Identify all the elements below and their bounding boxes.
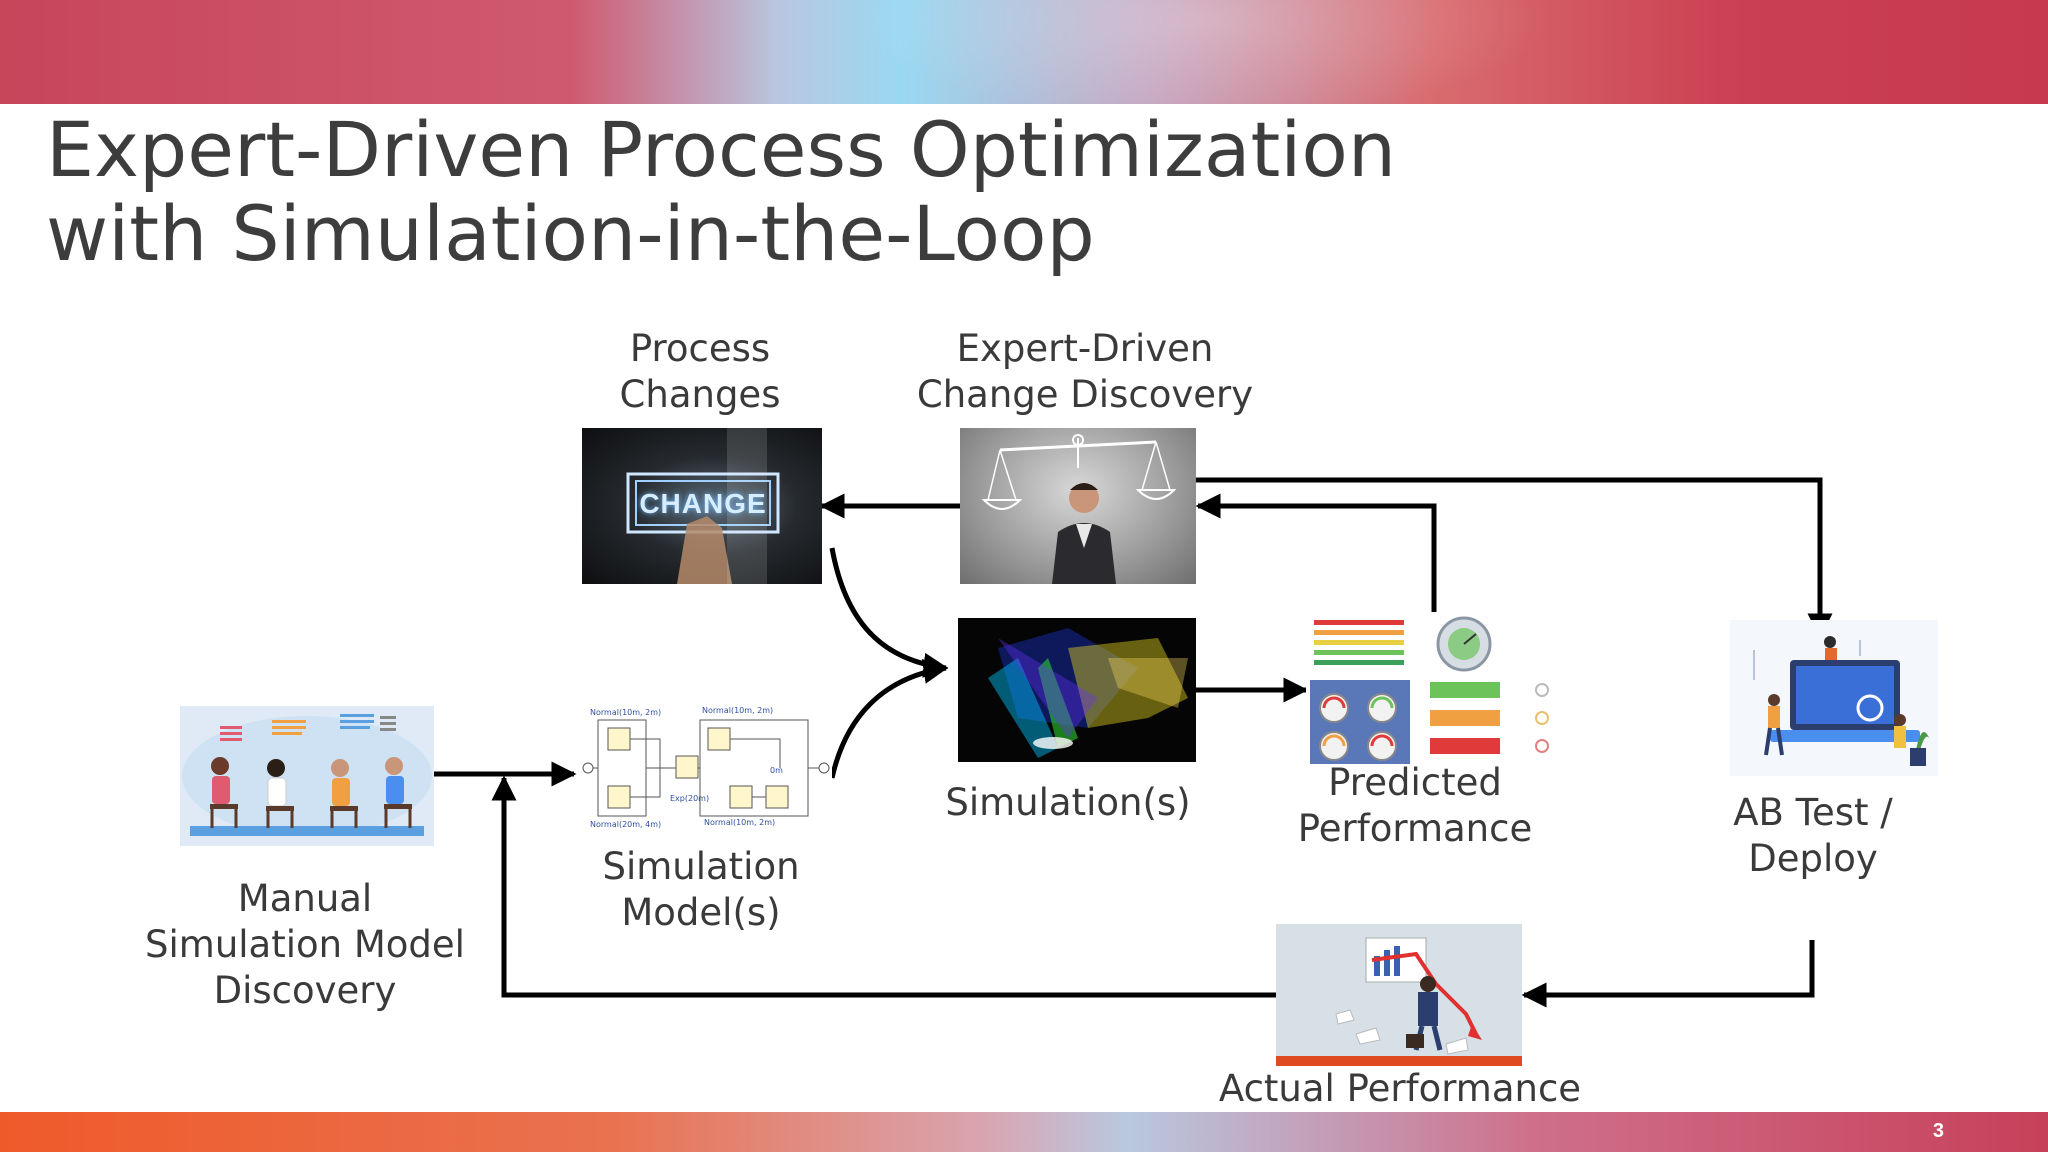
model-diagram-label: Exp(20m) <box>670 794 710 803</box>
arrow-models-to-simulation <box>829 659 949 779</box>
manual-discovery-label-line1: Manual <box>237 877 373 920</box>
model-diagram-label: 0m <box>770 766 783 775</box>
predicted-performance-label-line2: Performance <box>1297 807 1533 850</box>
simulation-models-label: Simulation Model(s) <box>560 844 842 936</box>
dashboard-graphic <box>1310 616 1549 764</box>
process-changes-label-line1: Process <box>629 327 771 370</box>
bottom-banner <box>0 1112 2048 1152</box>
expert-discovery-label-line2: Change Discovery <box>916 373 1254 416</box>
slide-title-line1: Expert-Driven Process Optimization <box>46 105 1397 194</box>
ab-test-image <box>1730 620 1938 776</box>
ab-test-label-line2: Deploy <box>1748 837 1878 880</box>
expert-discovery-image <box>960 428 1196 584</box>
manual-discovery-label-line2: Simulation Model <box>145 923 465 966</box>
ab-test-label: AB Test / Deploy <box>1680 790 1946 882</box>
process-model-graphic <box>582 719 830 817</box>
ab-test-label-line1: AB Test / <box>1733 791 1893 834</box>
predicted-performance-label-line1: Predicted <box>1328 761 1502 804</box>
team-discussion-graphic <box>182 714 432 836</box>
manual-discovery-label: Manual Simulation Model Discovery <box>130 876 480 1014</box>
actual-performance-label: Actual Performance <box>1200 1066 1600 1112</box>
predicted-performance-image <box>1306 612 1556 764</box>
change-button-graphic <box>626 428 780 584</box>
simulation-models-label-line1: Simulation <box>602 845 800 888</box>
simulation-light-graphic <box>988 628 1188 758</box>
deploy-laptop-graphic <box>1753 636 1930 766</box>
manual-discovery-label-line3: Discovery <box>213 969 397 1012</box>
slide-title: Expert-Driven Process Optimization with … <box>46 108 1546 276</box>
process-changes-image: CHANGE <box>582 428 822 584</box>
simulations-label-line1: Simulation(s) <box>945 781 1191 824</box>
scale-and-person-graphic <box>981 434 1177 584</box>
slide-title-line2: with Simulation-in-the-Loop <box>46 189 1095 278</box>
arrow-expert-to-abtest <box>1196 477 1833 639</box>
simulation-models-image: Normal(10m, 2m) Normal(10m, 2m) Exp(20m)… <box>580 706 832 838</box>
simulation-models-label-line2: Model(s) <box>621 891 781 934</box>
process-changes-label-line2: Changes <box>619 373 781 416</box>
process-changes-label: Process Changes <box>570 326 830 418</box>
arrow-abtest-to-actual <box>1521 940 1815 1008</box>
predicted-performance-label: Predicted Performance <box>1270 760 1560 852</box>
expert-discovery-label: Expert-Driven Change Discovery <box>900 326 1270 418</box>
arrow-changes-to-simulation <box>829 547 949 678</box>
expert-discovery-label-line1: Expert-Driven <box>956 327 1214 370</box>
model-diagram-label: Normal(10m, 2m) <box>704 818 776 827</box>
arrow-actual-to-models-entry <box>491 775 1276 998</box>
model-diagram-label: Normal(10m, 2m) <box>702 706 774 715</box>
arrow-predicted-to-expert <box>1195 493 1437 612</box>
actual-performance-label-line1: Actual Performance <box>1218 1067 1582 1110</box>
page-number: 3 <box>1932 1120 1944 1142</box>
actual-performance-image <box>1276 924 1522 1066</box>
model-diagram-label: Normal(10m, 2m) <box>590 708 662 717</box>
simulations-label: Simulation(s) <box>930 780 1206 826</box>
model-diagram-label: Normal(20m, 4m) <box>590 820 662 829</box>
manual-discovery-image <box>180 706 434 846</box>
top-banner <box>0 0 2048 120</box>
simulation-image <box>958 618 1196 762</box>
falling-chart-graphic <box>1276 937 1522 1066</box>
change-image-text: CHANGE <box>639 488 767 519</box>
